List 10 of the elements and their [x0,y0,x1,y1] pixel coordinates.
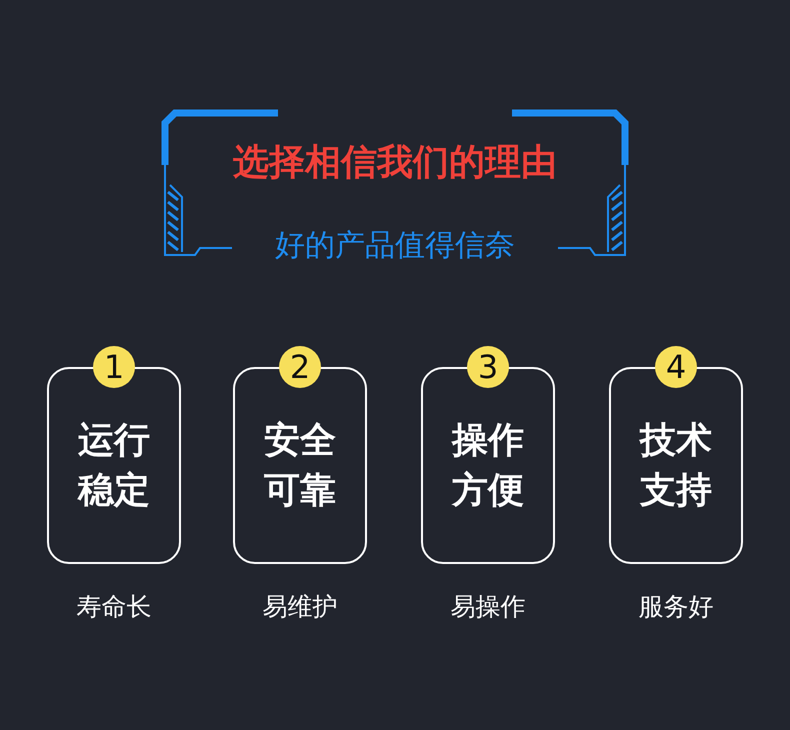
subtitle: 好的产品值得信奈 [274,227,516,265]
number-badge: 4 [655,346,697,388]
feature-caption: 寿命长 [76,591,152,623]
feature-caption: 服务好 [638,591,714,623]
feature-caption: 易维护 [262,591,338,623]
title: 选择相信我们的理由 [232,141,558,185]
number-badge: 1 [93,346,135,388]
feature-caption: 易操作 [450,591,526,623]
number-badge: 3 [467,346,509,388]
number-badge: 2 [279,346,321,388]
